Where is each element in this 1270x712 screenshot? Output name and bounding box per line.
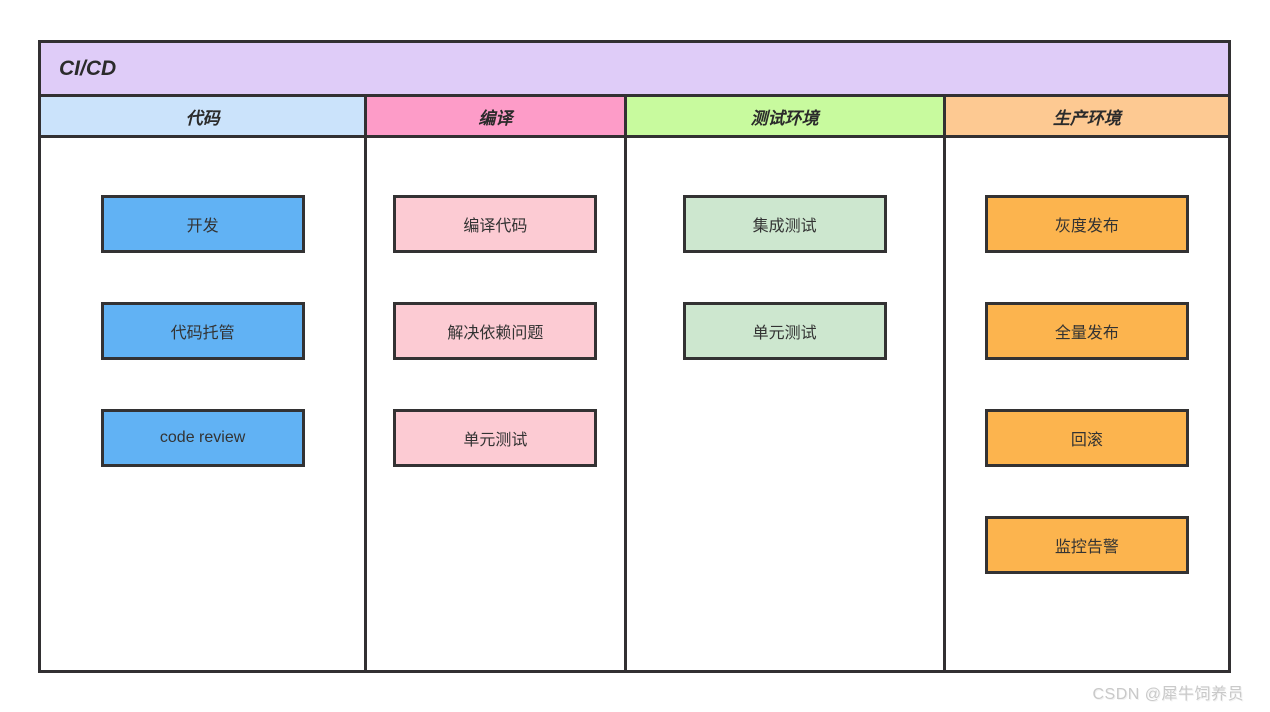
task-box-code-review: code review xyxy=(100,409,305,467)
lane-header-code: 代码 xyxy=(41,97,368,138)
task-box-unit-test-env: 单元测试 xyxy=(682,302,887,360)
lane-test-env: 集成测试 单元测试 xyxy=(626,138,946,670)
task-box-integration-test: 集成测试 xyxy=(682,195,887,253)
task-box-dev: 开发 xyxy=(100,195,305,253)
csdn-watermark: CSDN @犀牛饲养员 xyxy=(1092,686,1244,703)
task-box-compile-code: 编译代码 xyxy=(393,195,598,253)
lane-header-build: 编译 xyxy=(367,97,627,138)
task-box-resolve-deps: 解决依赖问题 xyxy=(393,302,598,360)
task-box-rollback: 回滚 xyxy=(984,409,1189,467)
lane-header-test-env: 测试环境 xyxy=(626,97,946,138)
lane-build: 编译代码 解决依赖问题 单元测试 xyxy=(367,138,627,670)
task-box-monitor-alert: 监控告警 xyxy=(984,516,1189,574)
task-box-unit-test-build: 单元测试 xyxy=(393,409,598,467)
task-box-code-hosting: 代码托管 xyxy=(100,302,305,360)
lane-code: 开发 代码托管 code review xyxy=(41,138,368,670)
lane-bodies-row: 开发 代码托管 code review 编译代码 解决依赖问题 单元测试 集成测… xyxy=(41,138,1228,670)
pool-title: CI/CD xyxy=(41,43,1228,97)
lane-header-prod-env: 生产环境 xyxy=(945,97,1228,138)
cicd-pool: CI/CD 代码 编译 测试环境 生产环境 开发 代码托管 code revie… xyxy=(38,40,1231,673)
lane-prod-env: 灰度发布 全量发布 回滚 监控告警 xyxy=(945,138,1228,670)
task-box-full-release: 全量发布 xyxy=(984,302,1189,360)
lane-headers-row: 代码 编译 测试环境 生产环境 xyxy=(41,97,1228,138)
task-box-canary-release: 灰度发布 xyxy=(984,195,1189,253)
